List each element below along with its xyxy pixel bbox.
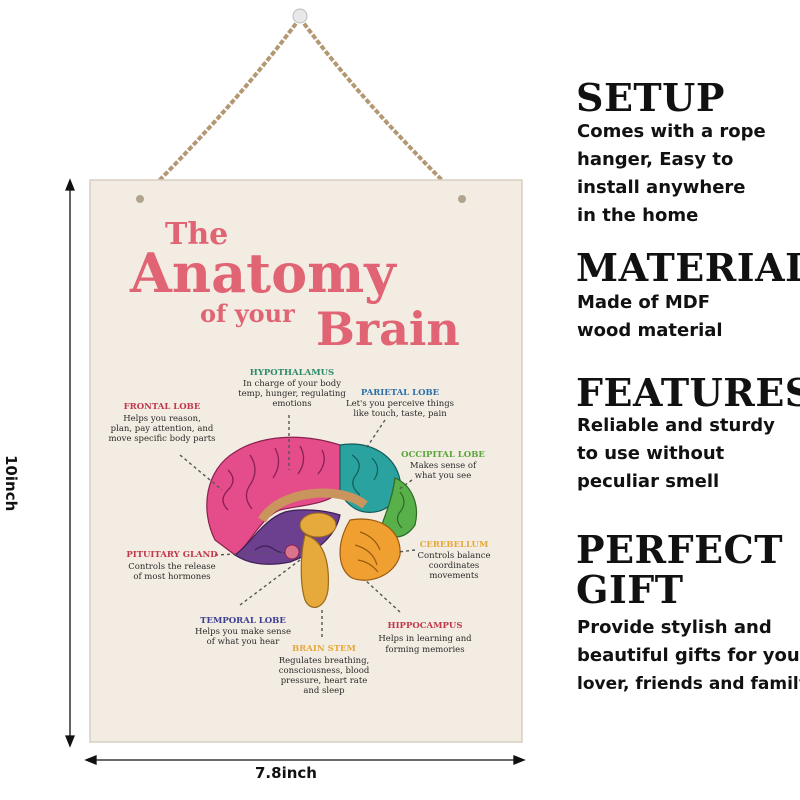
desc-line: forming memories bbox=[385, 645, 464, 655]
desc-line: Makes sense of bbox=[410, 461, 477, 471]
width-dimension-label: 7.8inch bbox=[255, 764, 317, 782]
label-occipital: OCCIPITAL LOBE bbox=[401, 450, 485, 460]
desc-line: movements bbox=[429, 571, 478, 581]
material-heading: MATERIAL bbox=[576, 245, 800, 290]
desc-line: what you see bbox=[415, 471, 471, 481]
dimension-arrow-icon bbox=[65, 178, 526, 765]
height-dimension-label: 10inch bbox=[2, 455, 20, 512]
desc-line: Helps you reason, bbox=[123, 414, 201, 424]
features-heading: FEATURES bbox=[576, 370, 800, 415]
setup-line: in the home bbox=[577, 205, 699, 226]
desc-line: plan, pay attention, and bbox=[111, 424, 214, 434]
desc-line: In charge of your body bbox=[243, 379, 341, 389]
gift-line: lover, friends and family. bbox=[577, 674, 800, 694]
setup-heading: SETUP bbox=[576, 75, 725, 120]
material-line: Made of MDF bbox=[577, 292, 711, 313]
material-line: wood material bbox=[577, 320, 723, 341]
desc-line: like touch, taste, pain bbox=[353, 409, 447, 419]
nail-icon bbox=[292, 8, 308, 24]
label-parietal: PARIETAL LOBE bbox=[361, 388, 440, 398]
label-temporal: TEMPORAL LOBE bbox=[200, 616, 286, 626]
desc-line: and sleep bbox=[303, 686, 345, 696]
desc-line: Controls the release bbox=[128, 562, 215, 572]
setup-line: hanger, Easy to bbox=[577, 149, 734, 170]
desc-line: of most hormones bbox=[133, 572, 210, 582]
desc-line: Let's you perceive things bbox=[346, 399, 454, 409]
gift-line: Provide stylish and bbox=[577, 617, 772, 638]
label-cerebellum: CEREBELLUM bbox=[420, 540, 489, 550]
title-of-your: of your bbox=[200, 299, 295, 328]
title-brain: Brain bbox=[316, 302, 460, 356]
setup-line: install anywhere bbox=[577, 177, 746, 198]
desc-line: Helps in learning and bbox=[378, 634, 472, 644]
gift-heading: GIFT bbox=[576, 567, 684, 612]
desc-line: pressure, heart rate bbox=[281, 676, 368, 686]
desc-line: coordinates bbox=[429, 561, 480, 571]
desc-line: temp, hunger, regulating bbox=[238, 389, 346, 399]
setup-line: Comes with a rope bbox=[577, 121, 766, 142]
rope-hanger-icon bbox=[138, 16, 464, 202]
desc-line: emotions bbox=[272, 399, 311, 409]
title-anatomy: Anatomy bbox=[129, 241, 397, 305]
label-hypothalamus: HYPOTHALAMUS bbox=[250, 368, 334, 378]
features-line: to use without bbox=[577, 443, 725, 464]
desc-line: consciousness, blood bbox=[279, 666, 370, 676]
desc-line: Controls balance bbox=[417, 551, 490, 561]
leader-lines bbox=[179, 415, 416, 640]
desc-line: of what you hear bbox=[207, 637, 281, 647]
label-frontal: FRONTAL LOBE bbox=[124, 402, 201, 412]
brain-illustration bbox=[206, 436, 417, 608]
label-hippocampus: HIPPOCAMPUS bbox=[388, 621, 463, 631]
features-line: peculiar smell bbox=[577, 471, 720, 492]
desc-line: Helps you make sense bbox=[195, 627, 291, 637]
title-the: The bbox=[165, 217, 228, 252]
features-line: Reliable and sturdy bbox=[577, 415, 775, 436]
label-brainstem: BRAIN STEM bbox=[292, 644, 356, 654]
label-pituitary: PITUITARY GLAND bbox=[126, 550, 218, 560]
desc-line: move specific body parts bbox=[108, 434, 215, 444]
desc-line: Regulates breathing, bbox=[279, 656, 369, 666]
gift-line: beautiful gifts for your bbox=[577, 645, 800, 666]
perfect-heading: PERFECT bbox=[576, 527, 784, 572]
wall-sign: The Anatomy of your Brain bbox=[65, 8, 526, 765]
